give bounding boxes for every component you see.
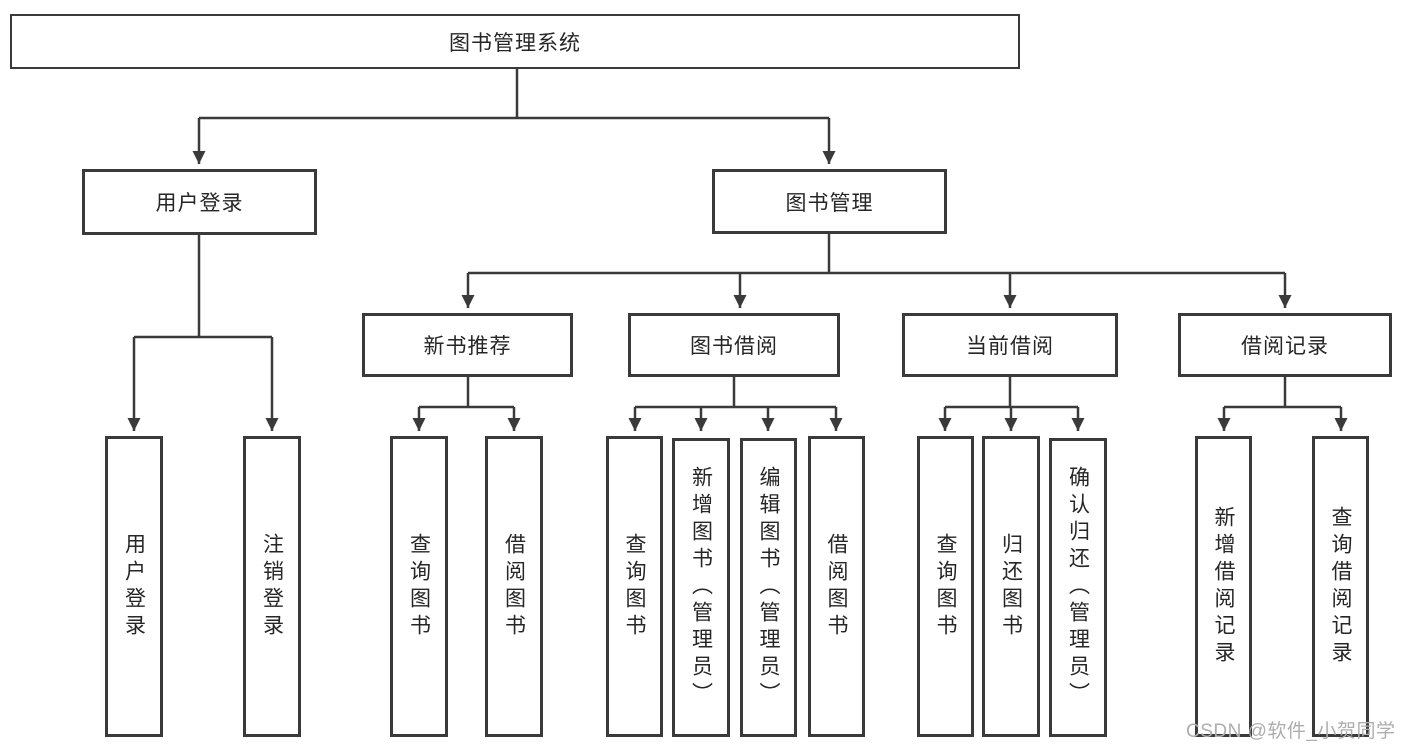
node-current-borrow: 当前借阅 bbox=[902, 313, 1118, 377]
node-book-borrow-label: 图书借阅 bbox=[690, 335, 778, 358]
leaf-newbooks-borrow-label: 借阅图书 bbox=[502, 532, 526, 641]
node-user-login: 用户登录 bbox=[82, 169, 317, 235]
leaf-records-add-label: 新增借阅记录 bbox=[1212, 505, 1235, 668]
leaf-logout: 注销登录 bbox=[243, 436, 301, 737]
node-book-borrow: 图书借阅 bbox=[628, 313, 840, 377]
leaf-records-add: 新增借阅记录 bbox=[1195, 436, 1252, 737]
leaf-borrow-book: 借阅图书 bbox=[808, 436, 865, 737]
leaf-borrow-add-admin: 新增图书（管理员） bbox=[672, 438, 730, 737]
leaf-current-confirm-admin-label: 确认归还（管理员） bbox=[1066, 466, 1090, 709]
leaf-borrow-add-admin-label: 新增图书（管理员） bbox=[689, 466, 713, 709]
leaf-current-return: 归还图书 bbox=[982, 436, 1040, 737]
leaf-borrow-edit-admin-label: 编辑图书（管理员） bbox=[757, 466, 780, 709]
leaf-current-return-label: 归还图书 bbox=[999, 532, 1023, 641]
leaf-newbooks-borrow: 借阅图书 bbox=[485, 436, 543, 737]
leaf-current-query-label: 查询图书 bbox=[934, 532, 957, 641]
leaf-user-login: 用户登录 bbox=[105, 436, 163, 737]
node-user-login-label: 用户登录 bbox=[155, 192, 244, 215]
node-root-label: 图书管理系统 bbox=[449, 31, 581, 55]
leaf-records-query-label: 查询借阅记录 bbox=[1329, 505, 1352, 668]
csdn-watermark: CSDN @软件_小贺同学 bbox=[1186, 721, 1396, 742]
leaf-current-query: 查询图书 bbox=[917, 436, 974, 737]
leaf-borrow-book-label: 借阅图书 bbox=[825, 532, 848, 641]
leaf-logout-label: 注销登录 bbox=[260, 532, 284, 641]
node-current-borrow-label: 当前借阅 bbox=[966, 335, 1054, 358]
leaf-newbooks-query: 查询图书 bbox=[390, 436, 448, 737]
leaf-user-login-label: 用户登录 bbox=[122, 532, 146, 641]
node-borrow-records: 借阅记录 bbox=[1178, 313, 1392, 377]
leaf-borrow-edit-admin: 编辑图书（管理员） bbox=[740, 438, 797, 737]
node-new-book-recommend: 新书推荐 bbox=[362, 313, 573, 377]
node-book-management-label: 图书管理 bbox=[785, 191, 874, 215]
leaf-newbooks-query-label: 查询图书 bbox=[407, 532, 431, 641]
node-borrow-records-label: 借阅记录 bbox=[1241, 335, 1329, 358]
node-book-management: 图书管理 bbox=[712, 169, 947, 234]
leaf-current-confirm-admin: 确认归还（管理员） bbox=[1049, 438, 1107, 737]
leaf-borrow-query-label: 查询图书 bbox=[623, 532, 646, 641]
node-new-book-recommend-label: 新书推荐 bbox=[423, 335, 512, 358]
node-root: 图书管理系统 bbox=[10, 14, 1020, 69]
leaf-borrow-query: 查询图书 bbox=[606, 436, 663, 737]
leaf-records-query: 查询借阅记录 bbox=[1312, 436, 1369, 737]
